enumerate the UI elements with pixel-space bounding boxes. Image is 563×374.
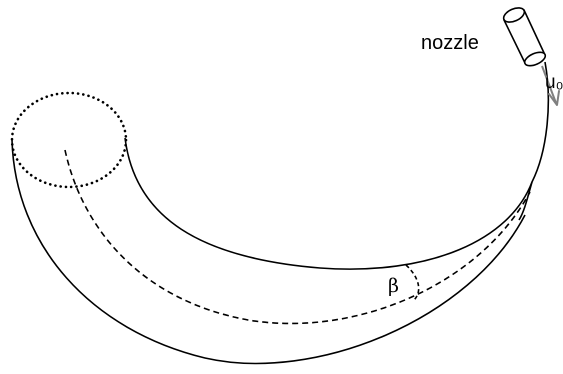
cross-section-circle [10, 91, 128, 189]
angle-label: β [388, 275, 399, 297]
nozzle-icon [502, 7, 547, 67]
sheet-inner-edge [124, 137, 533, 270]
nozzle-label: nozzle [421, 32, 479, 54]
velocity-label: u₀ [545, 72, 563, 93]
jet-edge [518, 61, 550, 221]
sheet-outer-edge [11, 139, 526, 365]
angle-arc [405, 264, 420, 301]
sheet-centerline [64, 149, 531, 325]
velocity-arrow-icon [541, 65, 560, 106]
